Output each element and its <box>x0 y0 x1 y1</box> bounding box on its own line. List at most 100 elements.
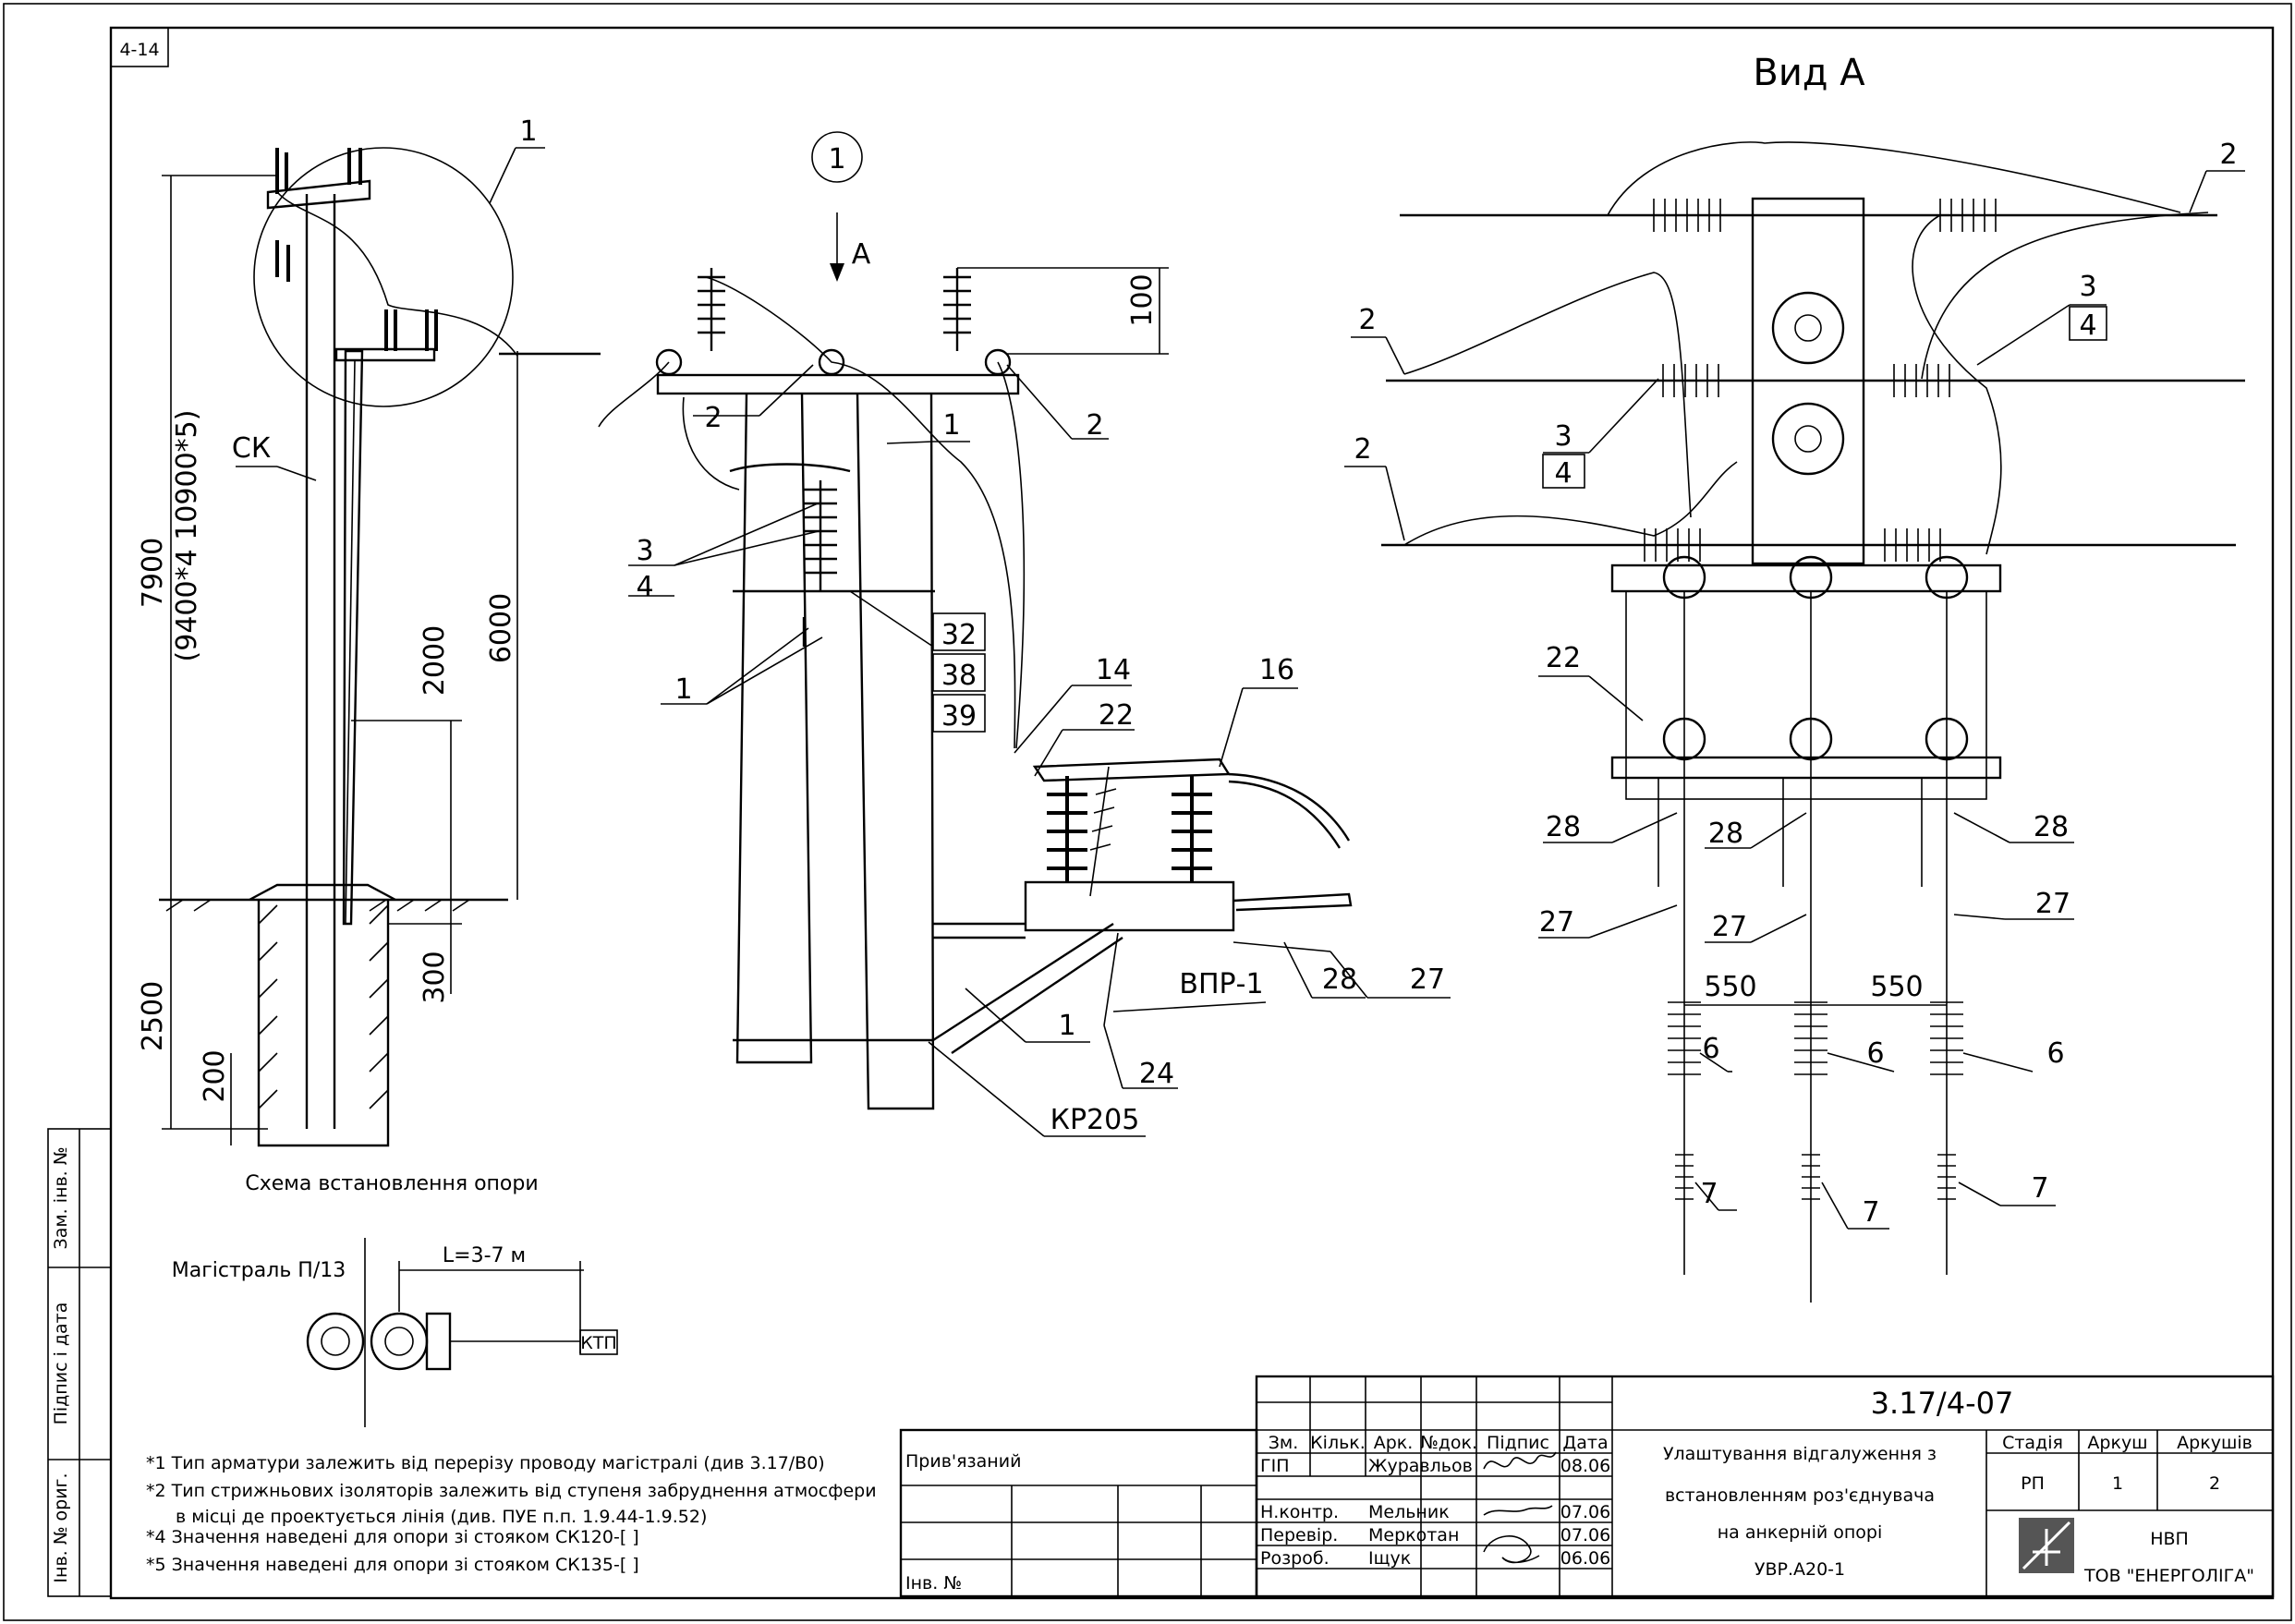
dim-2000: 2000 <box>419 625 451 696</box>
corner-code: 4-14 <box>119 40 159 60</box>
view-label-4-right: 4 <box>2079 309 2096 342</box>
stage-header: Стадія <box>2002 1433 2063 1453</box>
detail-label-2a: 2 <box>704 402 722 434</box>
dim-200: 200 <box>199 1049 231 1102</box>
note-2-cont: в місці де проектується лінія (див. ПУЕ … <box>176 1507 707 1527</box>
description-line-1: Улаштування відгалуження з <box>1663 1444 1937 1464</box>
doc-code: 3.17/4-07 <box>1871 1386 2014 1421</box>
view-a-title: Вид А <box>1753 52 1865 94</box>
stamp-replace-inv: Зам. інв. № <box>51 1147 71 1250</box>
note-1: *1 Тип арматури залежить від перерізу пр… <box>146 1453 825 1473</box>
installation-scheme: 1 СК 7900 (9400*4 10900*5) 6000 2000 300… <box>137 115 601 1195</box>
drawing-frame: 4-14 <box>3 3 2292 1621</box>
detail-number: 1 <box>828 143 845 176</box>
col-kilk: Кільк. <box>1310 1433 1366 1453</box>
detail-1: 1 A 2 1 <box>598 131 1451 1137</box>
detail-label-28: 28 <box>1322 963 1357 996</box>
org-line-2: ТОВ "ЕНЕРГОЛІГА" <box>2083 1566 2254 1586</box>
row-perevir-name: Меркотан <box>1368 1525 1459 1545</box>
stamp-original-inv: Інв. № ориг. <box>51 1473 71 1582</box>
col-doc: №док. <box>1420 1433 1477 1453</box>
title-block: Прив'язаний Інв. № Зм. Кільк. Арк. №док.… <box>899 1375 2275 1598</box>
view-label-2-right: 2 <box>2219 139 2237 171</box>
dim-7900-alt: (9400*4 10900*5) <box>171 410 203 662</box>
note-2: *2 Тип стрижньових ізоляторів залежить в… <box>146 1481 877 1501</box>
detail-label-27: 27 <box>1410 963 1445 996</box>
detail-label-32: 32 <box>941 619 977 651</box>
view-label-28-a: 28 <box>1546 811 1581 843</box>
inv-label: Інв. № <box>905 1573 962 1594</box>
row-perevir-date: 07.06 <box>1560 1525 1610 1545</box>
detail-label-1a: 1 <box>942 409 960 442</box>
dim-550-a: 550 <box>1704 971 1756 1003</box>
view-label-22: 22 <box>1546 642 1581 674</box>
row-gip-role: ГІП <box>1260 1456 1289 1476</box>
detail-label-22: 22 <box>1099 699 1134 732</box>
org-line-1: НВП <box>2150 1529 2189 1549</box>
scheme-caption: Схема встановлення опори <box>245 1172 538 1195</box>
row-nkontr-date: 07.06 <box>1560 1502 1610 1522</box>
detail-label-38: 38 <box>941 660 977 692</box>
detail-label-14: 14 <box>1096 654 1131 686</box>
note-5: *5 Значення наведені для опори зі стояко… <box>146 1555 639 1575</box>
col-sign: Підпис <box>1487 1433 1549 1453</box>
bound-label: Прив'язаний <box>905 1451 1021 1472</box>
dim-300: 300 <box>419 951 451 1003</box>
dim-6000: 6000 <box>485 593 517 663</box>
description-line-3: на анкерній опорі <box>1718 1522 1883 1543</box>
stage-value: РП <box>2021 1473 2045 1494</box>
row-rozrob-role: Розроб. <box>1260 1548 1330 1569</box>
view-label-27-a: 27 <box>1539 906 1574 939</box>
plan-ktp: КТП <box>580 1333 616 1353</box>
row-perevir-role: Перевір. <box>1260 1525 1338 1545</box>
row-gip-name: Журавльов <box>1368 1456 1473 1476</box>
view-label-6-b: 6 <box>1866 1037 1884 1070</box>
row-nkontr-role: Н.контр. <box>1260 1502 1339 1522</box>
dim-550-b: 550 <box>1870 971 1923 1003</box>
col-ark: Арк. <box>1374 1433 1414 1453</box>
detail-label-3: 3 <box>636 535 653 567</box>
col-date: Дата <box>1562 1433 1608 1453</box>
view-label-4-left: 4 <box>1554 457 1572 490</box>
sheet-header: Аркуш <box>2087 1433 2147 1453</box>
view-label-28-b: 28 <box>1708 818 1743 850</box>
detail-label-1c: 1 <box>1058 1010 1075 1042</box>
detail-label-24: 24 <box>1139 1058 1174 1090</box>
view-label-7-b: 7 <box>1862 1196 1879 1229</box>
description-line-4: УВР.А20-1 <box>1755 1559 1845 1580</box>
stamp-signature-date: Підпис і дата <box>51 1303 71 1425</box>
view-label-2-left-1: 2 <box>1358 304 1376 336</box>
sheets-value: 2 <box>2209 1473 2220 1494</box>
sheets-header: Аркушів <box>2177 1433 2252 1453</box>
dim-100: 100 <box>1126 273 1159 326</box>
row-rozrob-name: Іщук <box>1368 1548 1411 1569</box>
view-arrow-label: A <box>852 238 871 271</box>
view-label-27-b: 27 <box>1712 911 1747 943</box>
view-label-7-a: 7 <box>1700 1178 1718 1210</box>
plan-distance: L=3-7 м <box>443 1244 526 1267</box>
view-label-3-left: 3 <box>1554 420 1572 453</box>
signature-scribble <box>1483 1535 1540 1564</box>
plan-view: Магістраль П/13 L=3-7 м КТП <box>172 1238 618 1427</box>
view-label-27-c: 27 <box>2035 888 2070 920</box>
view-a: Вид А <box>1344 52 2245 1303</box>
detail-label-2b: 2 <box>1086 409 1103 442</box>
view-label-6-c: 6 <box>2046 1037 2064 1070</box>
view-label-2-left-2: 2 <box>1354 433 1371 466</box>
dim-2500: 2500 <box>137 981 169 1051</box>
side-stamp: Зам. інв. № Підпис і дата Інв. № ориг. <box>47 1128 112 1597</box>
row-gip-date: 08.06 <box>1560 1456 1610 1476</box>
view-label-3-right: 3 <box>2079 271 2096 303</box>
view-label-28-c: 28 <box>2034 811 2069 843</box>
plan-main-line: Магістраль П/13 <box>172 1259 346 1282</box>
signature-scribble <box>1483 1505 1553 1516</box>
view-label-7-c: 7 <box>2031 1172 2048 1205</box>
scheme-label-1: 1 <box>519 115 537 148</box>
detail-label-39: 39 <box>941 700 977 733</box>
detail-label-4: 4 <box>636 571 653 603</box>
detail-label-1b: 1 <box>674 673 692 706</box>
detail-label-kr205: КР205 <box>1050 1104 1140 1136</box>
row-nkontr-name: Мельник <box>1368 1502 1450 1522</box>
signature-scribble <box>1483 1451 1557 1470</box>
